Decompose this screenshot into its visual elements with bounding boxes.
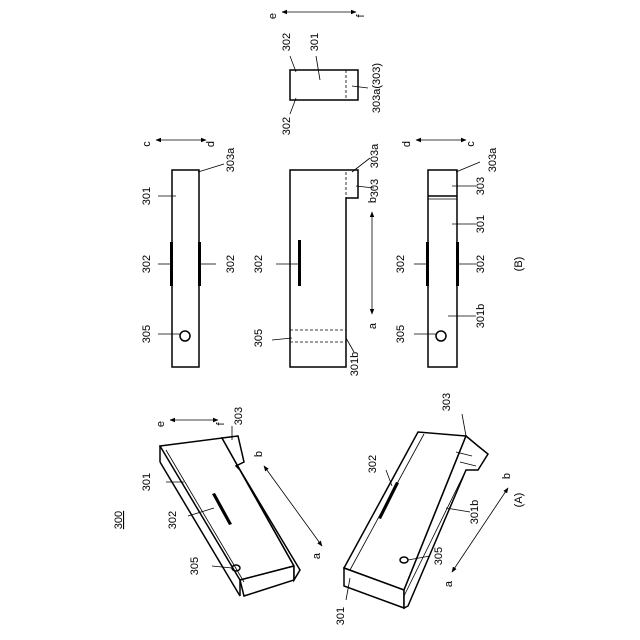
label-302: 302 bbox=[367, 455, 379, 473]
label-303: 303 bbox=[369, 179, 381, 197]
label-303a: 303a bbox=[369, 143, 381, 168]
leader bbox=[352, 158, 370, 172]
label-301: 301 bbox=[475, 215, 487, 233]
right-view-body bbox=[428, 170, 457, 367]
right-view-slot bbox=[456, 242, 459, 286]
label-305: 305 bbox=[189, 557, 201, 575]
left-side-view: c d 303a 301 302 302 305 bbox=[141, 140, 237, 367]
label-303a-303: 303a(303) bbox=[371, 63, 383, 113]
label-305: 305 bbox=[433, 547, 445, 565]
end-view: e f 303a(303) 302 301 302 bbox=[267, 12, 383, 135]
front-view-slot bbox=[298, 240, 301, 286]
top-face bbox=[160, 438, 294, 580]
dir-label-e: e bbox=[155, 421, 167, 427]
label-301b: 301b bbox=[349, 352, 361, 376]
label-302: 302 bbox=[281, 117, 293, 135]
dir-label-a: a bbox=[311, 552, 323, 559]
dir-label-b: b bbox=[501, 473, 513, 479]
caption-a: (A) bbox=[513, 493, 525, 508]
left-view-slot bbox=[198, 242, 201, 286]
label-302: 302 bbox=[475, 255, 487, 273]
front-view: b a 303a 303 302 305 301b bbox=[253, 143, 381, 376]
label-305: 305 bbox=[253, 329, 265, 347]
dir-label-c: c bbox=[141, 141, 153, 147]
left-view-slot bbox=[170, 242, 173, 286]
label-301: 301 bbox=[309, 33, 321, 51]
label-303a: 303a bbox=[225, 147, 237, 172]
label-303: 303 bbox=[441, 393, 453, 411]
leader bbox=[346, 338, 354, 352]
label-301: 301 bbox=[141, 473, 153, 491]
label-301b: 301b bbox=[475, 304, 487, 328]
label-301: 301 bbox=[335, 607, 347, 625]
label-302: 302 bbox=[141, 255, 153, 273]
label-302: 302 bbox=[167, 511, 179, 529]
leader bbox=[456, 162, 480, 172]
dir-label-f: f bbox=[215, 422, 227, 426]
perspective-view-bottom: b a 303 302 301b 305 301 bbox=[335, 393, 513, 625]
label-302: 302 bbox=[395, 255, 407, 273]
dir-label-a: a bbox=[443, 580, 455, 587]
label-303: 303 bbox=[475, 177, 487, 195]
dir-label-e: e bbox=[267, 13, 279, 19]
label-301: 301 bbox=[141, 187, 153, 205]
label-305: 305 bbox=[141, 325, 153, 343]
part-number-300: 300 bbox=[113, 511, 125, 529]
perspective-view-top: e f b a 303 301 302 305 300 bbox=[113, 407, 323, 596]
label-301b: 301b bbox=[469, 500, 481, 524]
end-view-body bbox=[290, 70, 358, 100]
label-302: 302 bbox=[225, 255, 237, 273]
leader bbox=[198, 164, 224, 172]
right-side-view: d c 303a 303 301 302 302 301b 305 bbox=[395, 140, 499, 367]
label-302: 302 bbox=[253, 255, 265, 273]
dir-label-a: a bbox=[367, 322, 379, 329]
label-303a: 303a bbox=[487, 147, 499, 172]
leader bbox=[462, 414, 466, 436]
dir-label-b: b bbox=[253, 451, 265, 457]
right-view-slot bbox=[426, 242, 429, 286]
left-view-body bbox=[172, 170, 199, 367]
caption-b: (B) bbox=[513, 257, 525, 272]
dir-label-f: f bbox=[355, 14, 367, 18]
dir-label-d: d bbox=[205, 141, 217, 147]
leader bbox=[386, 470, 392, 486]
dir-label-d: d bbox=[401, 141, 413, 147]
label-302: 302 bbox=[281, 33, 293, 51]
leader bbox=[272, 338, 292, 340]
dir-label-c: c bbox=[465, 141, 477, 147]
label-305: 305 bbox=[395, 325, 407, 343]
label-303: 303 bbox=[233, 407, 245, 425]
